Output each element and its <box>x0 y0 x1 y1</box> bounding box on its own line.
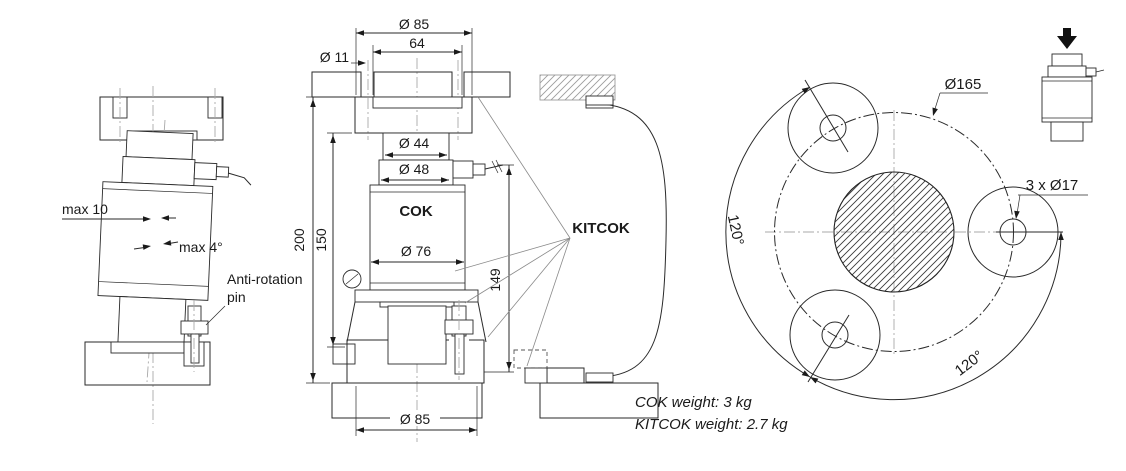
connector <box>193 162 218 181</box>
dim-dia11: Ø 11 <box>320 49 350 65</box>
dim-dia76: Ø 76 <box>401 243 432 259</box>
weight-notes: COK weight: 3 kg KITCOK weight: 2.7 kg <box>635 394 788 433</box>
dim-dia48: Ø 48 <box>399 161 430 177</box>
angle-left-label: 120° <box>724 213 747 247</box>
dim-149: 149 <box>487 268 503 292</box>
cable <box>228 172 252 186</box>
max-offset-label: max 10 <box>62 201 108 217</box>
load-cell-body-tilted <box>97 130 252 347</box>
kit-label: KITCOK <box>572 220 630 237</box>
max-angle-label: max 4° <box>179 239 223 255</box>
anti-rotation-label-line2: pin <box>227 289 246 305</box>
dim-200: 200 <box>291 228 307 252</box>
product-label: COK <box>399 203 433 220</box>
dim-dia85-bottom: Ø 85 <box>400 411 431 427</box>
flange-top-view: 120° 120° Ø165 3 x Ø17 <box>724 76 1088 401</box>
cok-weight-note: COK weight: 3 kg <box>635 394 752 411</box>
dim-150: 150 <box>313 228 329 252</box>
anti-rotation-label-line1: Anti-rotation <box>227 271 302 287</box>
dim-64: 64 <box>409 35 425 51</box>
side-view-tilted-cell: max 10 max 4° Anti-rotation pin <box>62 86 302 424</box>
center-hatched-boss <box>833 171 955 293</box>
bolt-circle-dia-label: Ø165 <box>945 76 982 93</box>
dim-dia85-top: Ø 85 <box>399 16 430 32</box>
anti-rotation-pin-section <box>444 300 474 382</box>
connector <box>452 160 474 179</box>
anti-rotation-pin <box>180 300 209 372</box>
load-direction-arrow-icon <box>1057 28 1077 49</box>
dim-dia44: Ø 44 <box>399 135 430 151</box>
bolt-hole <box>819 114 847 142</box>
section-view-cok-kitcok: Ø 85 64 Ø 11 Ø 44 Ø 48 COK Ø 76 <box>291 16 667 442</box>
holes-label: 3 x Ø17 <box>1026 177 1079 194</box>
cable <box>484 164 504 170</box>
load-cell-icon <box>1041 28 1105 142</box>
kitcok-leader-lines <box>454 96 571 367</box>
bolt-hole <box>821 321 849 349</box>
kitcok-weight-note: KITCOK weight: 2.7 kg <box>635 416 788 433</box>
kitcok-cover-curve <box>600 103 667 378</box>
